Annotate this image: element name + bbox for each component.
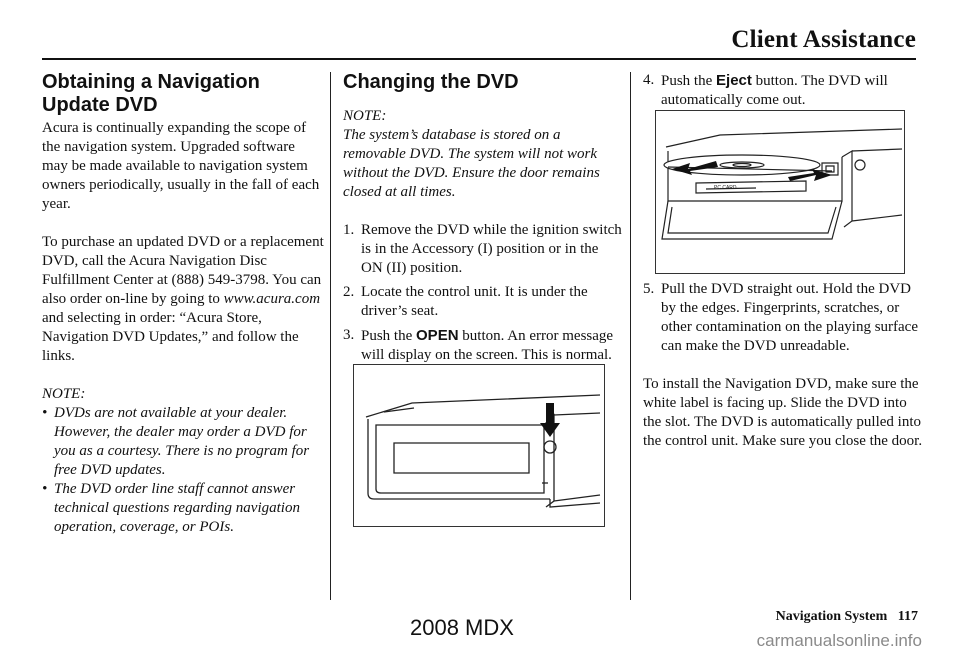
figure-dvd-eject: PC CARD (655, 110, 905, 274)
acura-website-link[interactable]: www.acura.com (223, 291, 321, 307)
eject-button-label: Eject (716, 72, 752, 89)
footer-model: 2008 MDX (410, 615, 514, 640)
column-divider-left (330, 72, 331, 600)
arrow-right-icon (788, 169, 832, 181)
control-unit-illustration (365, 394, 601, 508)
step-item: 1. Remove the DVD while the ignition swi… (343, 222, 622, 276)
footer-section: Navigation System (775, 609, 888, 624)
bullet-icon: • (42, 405, 48, 421)
note-text: The system’s database is stored on a rem… (343, 127, 600, 200)
step-item: 2. Locate the control unit. It is under … (343, 284, 588, 319)
section-heading-obtaining: Obtaining a Navigation Update DVD (42, 71, 260, 116)
right-column-bottom: 5. Pull the DVD straight out. Hold the D… (643, 280, 925, 451)
pc-card-label: PC CARD (714, 185, 737, 191)
figure-control-unit-open (353, 364, 605, 527)
arrow-down-icon (540, 403, 560, 437)
bullet-item: • DVDs are not available at your dealer.… (42, 405, 310, 478)
bullet-icon: • (42, 481, 48, 497)
arrow-left-icon (672, 161, 718, 175)
bullet-item: • The DVD order line staff cannot answer… (42, 481, 300, 535)
column-divider-right (630, 72, 631, 600)
page-number: 117 (897, 609, 918, 624)
section-heading-changing: Changing the DVD (343, 71, 519, 93)
paragraph-purchase: To purchase an updated DVD or a replacem… (42, 234, 324, 364)
paragraph-install: To install the Navigation DVD, make sure… (643, 376, 923, 449)
paragraph-expanding: Acura is continually expanding the scope… (42, 120, 320, 212)
left-column: Obtaining a Navigation Update DVD Acura … (42, 71, 324, 537)
page-header-title: Client Assistance (731, 26, 916, 53)
dvd-eject-illustration: PC CARD (661, 128, 903, 240)
middle-column: Changing the DVD NOTE: The system’s data… (343, 71, 623, 365)
right-column-top: 4. Push the Eject button. The DVD will a… (643, 71, 923, 110)
step-item: 3. Push the OPEN button. An error messag… (343, 327, 614, 363)
step-item: 4. Push the Eject button. The DVD will a… (643, 72, 888, 108)
header-rule (42, 58, 916, 60)
watermark: carmanualsonline.info (756, 631, 922, 650)
step-item: 5. Pull the DVD straight out. Hold the D… (643, 281, 918, 354)
note-label: NOTE: (343, 108, 387, 124)
note-label: NOTE: (42, 386, 86, 402)
footer-page-info: Navigation System 117 (776, 609, 918, 625)
open-button-label: OPEN (416, 327, 459, 344)
